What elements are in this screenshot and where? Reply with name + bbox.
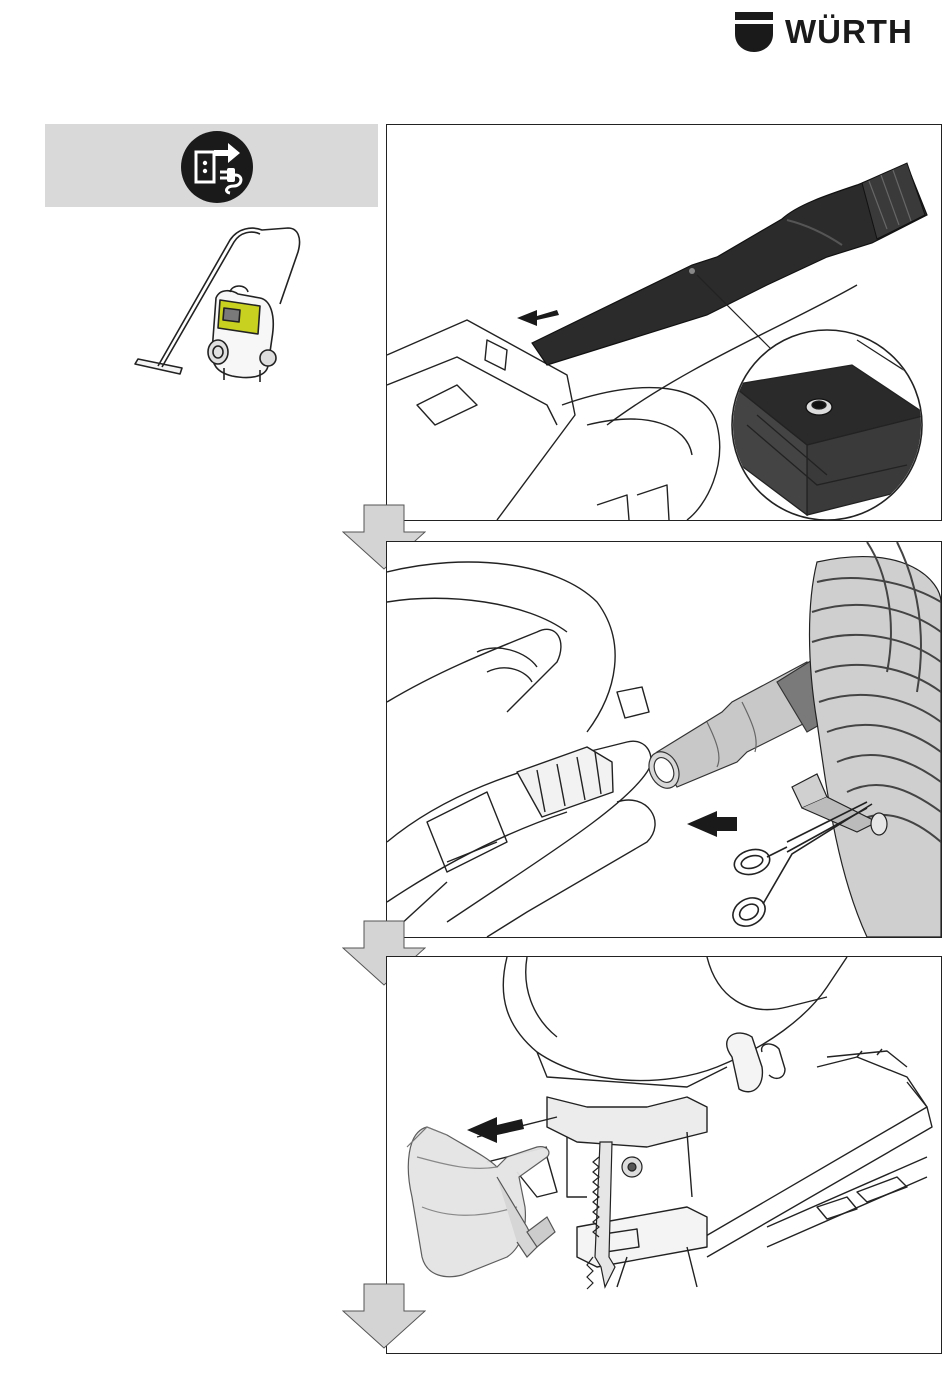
step-3-panel xyxy=(386,956,942,1354)
vacuum-cleaner-icon xyxy=(120,218,315,390)
hose-connection-illustration xyxy=(387,542,941,937)
nozzle-attachment-illustration xyxy=(387,125,941,520)
brand-logo: WÜRTH xyxy=(733,8,943,56)
down-arrow-icon xyxy=(342,1283,426,1349)
chip-guard-illustration xyxy=(387,957,941,1353)
wurth-emblem-icon xyxy=(733,10,775,54)
unplug-power-icon xyxy=(180,130,254,204)
brand-name: WÜRTH xyxy=(785,13,913,51)
step-2-panel xyxy=(386,541,942,938)
unplug-instruction-band xyxy=(45,124,378,207)
step-1-panel xyxy=(386,124,942,521)
